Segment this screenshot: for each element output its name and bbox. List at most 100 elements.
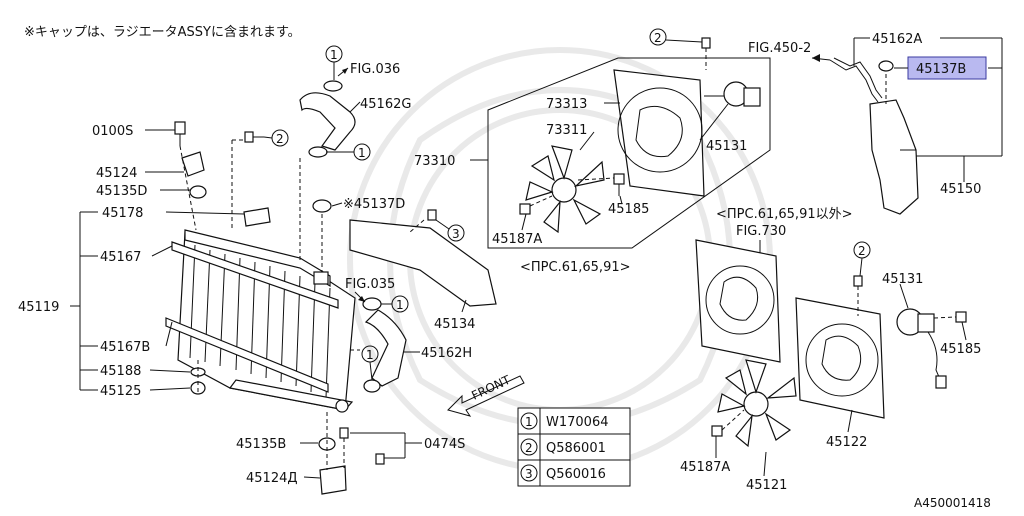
- note-text: ※キャップは、ラジエータASSYに含まれます。: [24, 24, 301, 40]
- label-45185-top: 45185: [608, 202, 649, 217]
- legend-circle-3: [520, 464, 538, 482]
- label-45137D: ※45137D: [343, 197, 405, 212]
- box-outline: [487, 57, 771, 249]
- label-45162A: 45162A: [872, 32, 922, 47]
- shroud-73313: [613, 69, 705, 197]
- callouts-top-fan: 2: [649, 28, 703, 46]
- label-45185-bottom: 45185: [940, 342, 981, 357]
- label-fig036: FIG.036: [350, 62, 400, 77]
- label-45178: 45178: [102, 206, 143, 221]
- reservoir-45150: [869, 99, 919, 215]
- label-45187A-bottom: 45187A: [680, 460, 730, 475]
- fan-45121: [717, 359, 797, 448]
- legend-num-3: 3: [525, 467, 533, 481]
- label-73310: 73310: [414, 154, 455, 169]
- seal-45167B: [165, 317, 329, 393]
- label-45122: 45122: [826, 435, 867, 450]
- clamp-lower-2: [363, 379, 381, 393]
- arrow-fig036: [337, 67, 349, 77]
- legend-circle-1: [520, 412, 538, 430]
- label-fig035: FIG.035: [345, 277, 395, 292]
- label-45121: 45121: [746, 478, 787, 493]
- legend-circle-2: [520, 438, 538, 456]
- bracket-45178: [243, 207, 271, 227]
- label-45187A-top: 45187A: [492, 232, 542, 247]
- hose-45162A: [829, 59, 879, 103]
- dashed-guides-left: [179, 139, 425, 470]
- bolt-45185-top: [613, 173, 625, 196]
- label-45188: 45188: [100, 364, 141, 379]
- label-45124D: 45124Д: [246, 471, 298, 486]
- leader-lines-left: [70, 101, 467, 479]
- label-variant-top: <ПPC.61,65,91>: [520, 260, 631, 275]
- motor-45131-top: [704, 81, 761, 107]
- label-45135D: 45135D: [96, 184, 147, 199]
- cap-45137B: [878, 60, 894, 72]
- label-45131-top: 45131: [706, 139, 747, 154]
- legend-num-2: 2: [525, 441, 533, 455]
- radiator-drain: [335, 399, 349, 413]
- label-45135B: 45135B: [236, 437, 286, 452]
- cushion-45135D: [189, 185, 207, 199]
- label-73313: 73313: [546, 97, 587, 112]
- arrow-fig035: [354, 291, 366, 303]
- legend-code-1: W170064: [546, 415, 608, 430]
- shroud-45122: [795, 297, 885, 419]
- clamp-lower-1: [362, 297, 382, 311]
- cap-45137D: [312, 199, 332, 213]
- radiator-filler-neck: [313, 271, 329, 285]
- seal-45167: [171, 241, 339, 309]
- label-45124: 45124: [96, 166, 137, 181]
- label-fig450: FIG.450-2: [748, 41, 811, 56]
- callouts-left: 1 1 2 3 1 1: [263, 45, 465, 381]
- radiator-assembly: [165, 80, 497, 495]
- bracket-45124D: [319, 465, 347, 495]
- label-45119: 45119: [18, 300, 59, 315]
- bolt-upper-mid: [244, 131, 264, 143]
- label-variant-bottom: <ПPC.61,65,91以外>: [716, 207, 853, 222]
- svg-text:1: 1: [358, 146, 366, 160]
- nut-45187A-top: [519, 203, 531, 215]
- bolt-45185-bottom: [933, 311, 967, 323]
- label-45137B: 45137B: [916, 62, 966, 77]
- air-guide-45134: [349, 219, 497, 307]
- clamp-upper-2: [308, 146, 328, 158]
- svg-text:2: 2: [858, 244, 866, 258]
- bolt-bottom-fan: [853, 275, 863, 316]
- fan-73311: [525, 145, 605, 234]
- legend-code-2: Q586001: [546, 441, 606, 456]
- label-45167B: 45167B: [100, 340, 150, 355]
- svg-text:1: 1: [330, 48, 338, 62]
- svg-text:2: 2: [654, 31, 662, 45]
- svg-text:2: 2: [276, 132, 284, 146]
- motor-45131-bottom: [896, 308, 947, 389]
- clamp-upper-1: [323, 80, 343, 92]
- label-0474S: 0474S: [424, 437, 465, 452]
- legend-table: 1 W170064 2 Q586001 3 Q560016: [517, 407, 631, 487]
- diagram-id: A450001418: [914, 496, 991, 510]
- radiator-bottom-tank: [228, 379, 354, 411]
- nut-45187A-bottom: [711, 409, 745, 437]
- label-45162H: 45162H: [421, 346, 472, 361]
- label-45125: 45125: [100, 384, 141, 399]
- label-fig730: FIG.730: [736, 224, 786, 239]
- label-0100S: 0100S: [92, 124, 133, 139]
- bottom-fan-assembly: <ПPC.61,65,91以外> FIG.730: [695, 207, 967, 477]
- svg-text:1: 1: [366, 348, 374, 362]
- reservoir-group: FIG.450-2 45162A 45137B 45150: [748, 32, 1003, 215]
- label-45134: 45134: [434, 317, 475, 332]
- legend-num-1: 1: [525, 415, 533, 429]
- bolt-0100S: [174, 121, 186, 146]
- bracket-45124: [181, 151, 205, 177]
- legend-code-3: Q560016: [546, 467, 606, 482]
- bolt-air-guide: [427, 209, 437, 221]
- svg-text:3: 3: [452, 227, 460, 241]
- bolt-top-fan: [701, 37, 711, 70]
- label-45150: 45150: [940, 182, 981, 197]
- hose-45162G: [299, 92, 356, 151]
- top-fan-box: [470, 37, 771, 249]
- svg-text:1: 1: [396, 298, 404, 312]
- shroud-fig730: [695, 239, 781, 363]
